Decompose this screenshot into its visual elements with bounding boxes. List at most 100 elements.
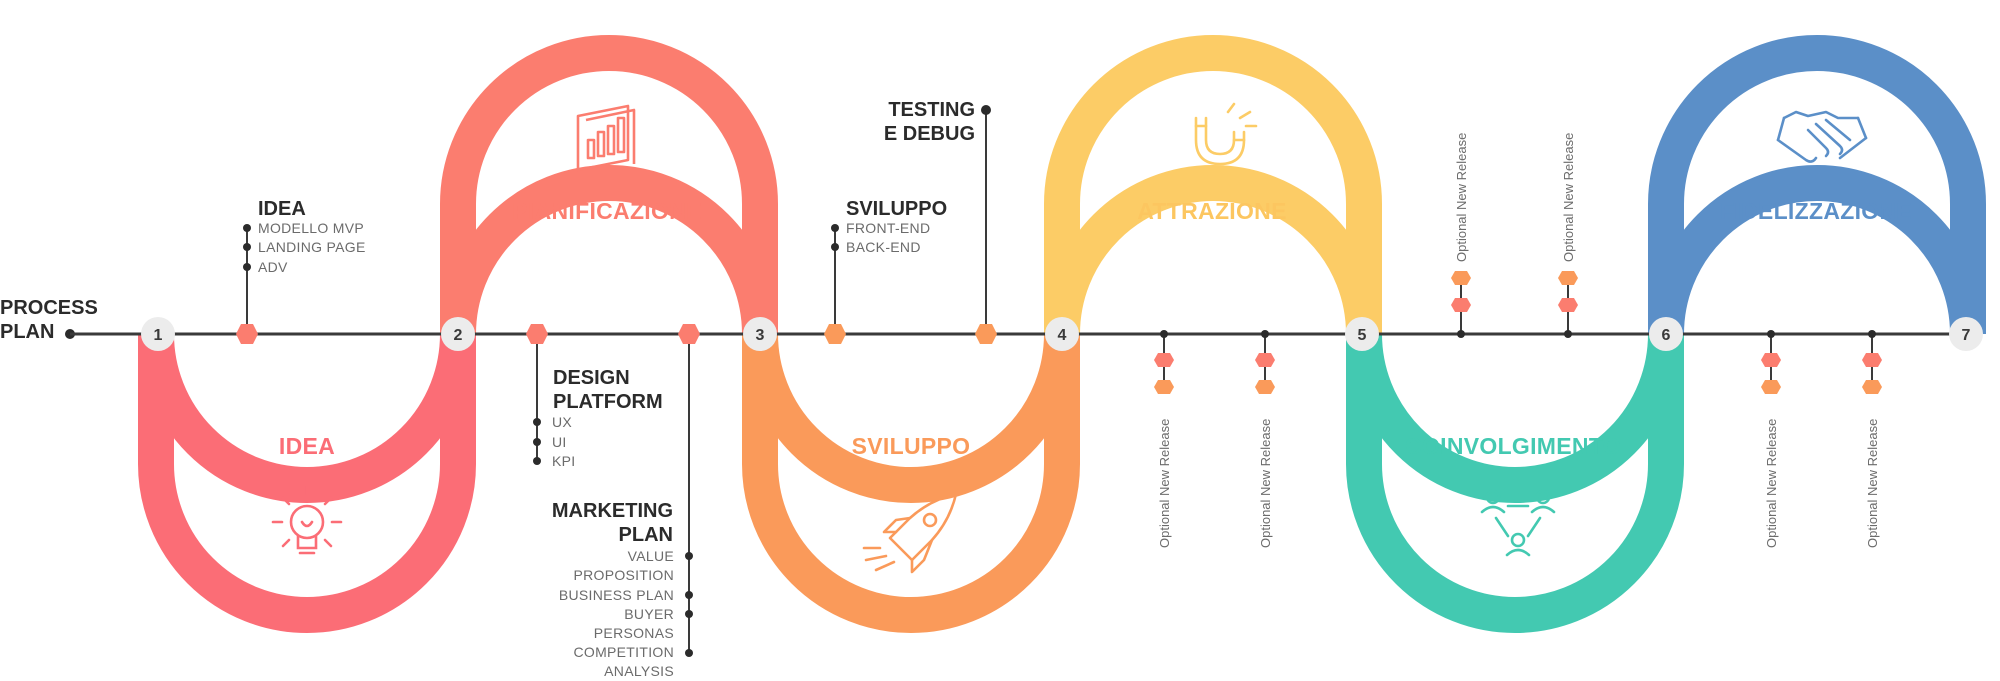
arc-extension-1 [138,334,174,464]
phase-label-coinvolgimento: COINVOLGIMENTO [1405,433,1621,459]
testing-dot [981,105,991,115]
chart-report-icon [576,104,636,172]
process-plan-label-line1: PROCESS [0,297,98,319]
sviluppo-step-dot [831,243,839,251]
marketing-step-dot [685,552,693,560]
marketing-step-dot [685,591,693,599]
handshake-icon [1776,110,1868,163]
phase-label-fidelizzazione: FIDELIZZAZIONE [1720,198,1912,224]
design-step-ux: UX [552,414,572,430]
sviluppo-hex-marker [824,324,846,344]
marketing-item: PROPOSITION [573,567,674,583]
capsule-attrazione [1044,35,1382,205]
arc-extension-3b [742,334,778,464]
design-step-dot [533,457,541,465]
phase-label-sviluppo: SVILUPPO [852,433,971,459]
marketing-title-line1: MARKETING [552,500,673,522]
svg-text:3: 3 [756,327,765,344]
milestone-4: 4 [1045,317,1079,351]
svg-text:Optional New Release: Optional New Release [1258,419,1273,548]
marketing-item: VALUE [628,548,674,564]
milestone-3: 3 [743,317,777,351]
optional-release-marker: Optional New Release [1558,133,1578,338]
optional-release-marker: Optional New Release [1451,133,1471,338]
phase-label-attrazione: ATTRAZIONE [1137,198,1287,224]
svg-text:Optional New Release: Optional New Release [1865,419,1880,548]
svg-text:Optional New Release: Optional New Release [1764,419,1779,548]
milestone-2: 2 [441,317,475,351]
svg-text:5: 5 [1358,327,1367,344]
capsule-sviluppo [742,463,1080,633]
sviluppo-step-backend: BACK-END [846,239,921,255]
optional-release-marker: Optional New Release [1761,330,1781,548]
svg-text:Optional New Release: Optional New Release [1454,133,1469,262]
idea-step-dot [243,263,251,271]
arc-extension-5b [1346,334,1382,464]
idea-step-adv: ADV [258,259,288,275]
marketing-item: BUYER [624,606,674,622]
arc-extension-6a [1648,204,1684,334]
capsule-coinvolgimento [1346,463,1684,633]
svg-text:4: 4 [1058,327,1067,344]
arc-extension-4b [1044,334,1080,464]
arc-extension-2b [440,334,476,464]
design-step-kpi: KPI [552,453,575,469]
svg-text:Optional New Release: Optional New Release [1157,419,1172,548]
capsule-fidelizzazione [1648,35,1986,205]
optional-release-marker: Optional New Release [1862,330,1882,548]
marketing-step-dot [685,649,693,657]
sviluppo-step-dot [831,224,839,232]
arc-extension-4a [1044,204,1080,334]
milestone-7: 7 [1949,317,1983,351]
lightbulb-icon [271,484,343,555]
marketing-item: BUSINESS PLAN [559,587,674,603]
design-title-line1: DESIGN [553,367,630,389]
idea-step-dot [243,224,251,232]
idea-hex-marker [236,324,258,344]
sviluppo-step-frontend: FRONT-END [846,220,930,236]
testing-hex-marker [975,324,997,344]
marketing-item: PERSONAS [594,625,674,641]
rocket-icon [862,492,958,574]
milestone-6: 6 [1649,317,1683,351]
design-step-dot [533,438,541,446]
capsule-pianificazione [440,35,778,205]
optional-release-marker: Optional New Release [1154,330,1174,548]
idea-step-landing: LANDING PAGE [258,239,366,255]
arc-extension-2a [440,204,476,334]
milestone-1: 1 [141,317,175,351]
arc-extension-3a [742,204,778,334]
milestone-5: 5 [1345,317,1379,351]
phase-arc-coinvolgimento [1346,333,1684,503]
svg-text:1: 1 [154,327,163,344]
svg-text:6: 6 [1662,327,1671,344]
arc-extension-7 [1950,204,1986,334]
svg-text:2: 2 [454,327,463,344]
testing-title-line2: E DEBUG [884,123,975,145]
svg-text:Optional New Release: Optional New Release [1561,133,1576,262]
capsule-idea [138,463,476,633]
arc-extension-6b [1648,334,1684,464]
marketing-item: COMPETITION [573,644,674,660]
idea-step-mvp: MODELLO MVP [258,220,364,236]
phase-label-pianificazione: PIANIFICAZIONE [512,198,701,224]
design-title-line2: PLATFORM [553,391,663,413]
team-network-icon [1480,489,1556,557]
idea-step-dot [243,243,251,251]
phase-arc-sviluppo [742,333,1080,503]
marketing-hex-marker [678,324,700,344]
design-step-dot [533,418,541,426]
phase-label-idea: IDEA [279,433,335,459]
design-hex-marker [526,324,548,344]
optional-release-marker: Optional New Release [1255,330,1275,548]
process-plan-label-line2: PLAN [0,321,54,343]
idea-steps-title: IDEA [258,198,306,220]
sviluppo-steps-title: SVILUPPO [846,198,947,220]
arc-extension-5a [1346,204,1382,334]
svg-text:7: 7 [1962,327,1971,344]
marketing-step-dot [685,610,693,618]
marketing-title-line2: PLAN [619,524,673,546]
testing-title-line1: TESTING [888,99,975,121]
marketing-item: ANALYSIS [604,663,674,679]
